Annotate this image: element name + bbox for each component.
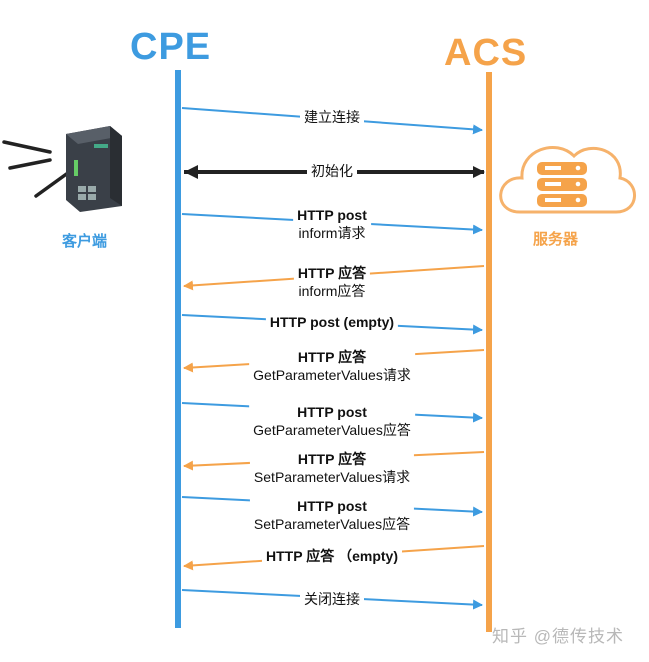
- message-line2: SetParameterValues应答: [253, 516, 411, 532]
- message-label: 关闭连接: [300, 590, 364, 608]
- message-line2: GetParameterValues应答: [253, 422, 411, 438]
- message-line1: HTTP post: [297, 498, 367, 514]
- message-label: HTTP 应答 SetParameterValues请求: [249, 450, 415, 486]
- message-label: HTTP 应答 GetParameterValues请求: [249, 348, 415, 384]
- router-icon: [2, 126, 122, 212]
- message-line1: HTTP 应答: [297, 451, 367, 467]
- watermark: 知乎 @德传技术: [492, 627, 624, 646]
- message-label: HTTP 应答 inform应答: [293, 264, 371, 300]
- message-label: HTTP post (empty): [265, 313, 399, 331]
- message-line1: HTTP 应答 （empty): [266, 548, 398, 564]
- client-label: 客户端: [62, 233, 108, 250]
- message-line2: SetParameterValues请求: [253, 469, 411, 485]
- message-label: 建立连接: [300, 108, 364, 126]
- message-line1: HTTP post (empty): [269, 314, 395, 330]
- message-line1: HTTP 应答: [297, 265, 367, 281]
- message-line2: inform应答: [298, 283, 366, 299]
- message-line2: GetParameterValues请求: [253, 367, 411, 383]
- message-label: 初始化: [307, 162, 357, 180]
- server-cloud-icon: [499, 146, 636, 214]
- message-label: HTTP post inform请求: [293, 206, 371, 242]
- message-line1: 初始化: [311, 163, 353, 179]
- message-line1: HTTP 应答: [297, 349, 367, 365]
- message-line1: HTTP post: [297, 404, 367, 420]
- server-label: 服务器: [533, 231, 579, 248]
- message-line1: HTTP post: [297, 207, 367, 223]
- message-label: HTTP 应答 （empty): [262, 547, 402, 565]
- cpe-title: CPE: [130, 26, 212, 68]
- message-line1: 关闭连接: [304, 591, 360, 607]
- message-line1: 建立连接: [304, 109, 360, 125]
- message-line2: inform请求: [298, 225, 366, 241]
- acs-title: ACS: [444, 32, 528, 74]
